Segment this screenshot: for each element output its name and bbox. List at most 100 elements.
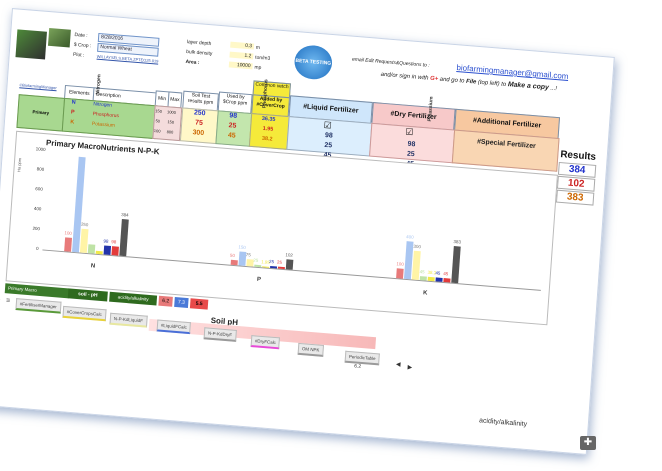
row-n-element: N <box>71 99 76 106</box>
sheet-tab[interactable]: #LiquidFCalc <box>156 319 192 335</box>
explore-button[interactable]: ✚ <box>580 436 596 450</box>
chart-data-label: 150 <box>238 244 247 250</box>
soil-ph-label: soil - pH <box>77 291 98 299</box>
copyright-link[interactable]: ©BiofarmingManager <box>19 82 57 91</box>
layer-depth-unit: m <box>255 44 261 52</box>
chart-bar <box>87 243 96 254</box>
chart-data-label: 45 <box>435 270 441 276</box>
tab-nav-right[interactable]: ▶ <box>407 364 413 372</box>
chart-bar <box>451 246 462 284</box>
row-n-max: 1000 <box>166 109 177 115</box>
category-label: K <box>422 290 428 297</box>
spreadsheet-sheet: Date : 8/28/2016 $ Crop : Normal Wheat P… <box>0 8 615 455</box>
chart-data-label: 98 <box>103 238 109 244</box>
row-k-element: K <box>70 119 75 126</box>
chart-bar <box>111 245 119 256</box>
area-value[interactable]: 10000 <box>228 61 253 70</box>
beta-testing-badge: BETA TESTING <box>293 43 334 81</box>
y-tick-label: 0 <box>35 245 39 252</box>
ph-value-1: 6.2 <box>158 295 173 307</box>
y-tick-label: 800 <box>36 166 45 172</box>
chart-data-label: 400 <box>406 233 414 240</box>
y-tick-label: 600 <box>35 186 43 192</box>
sheet-tab[interactable]: N-P-KdLiquidF <box>109 312 148 328</box>
sheet-tab[interactable]: #FertiliserManager <box>15 298 62 314</box>
bulk-density-value[interactable]: 1.2 <box>229 51 254 60</box>
chart-bar <box>103 245 112 255</box>
ph-value-2: 7.3 <box>174 297 189 309</box>
chart-data-label: 250 <box>80 221 89 228</box>
acidity-label: acidity/alkalinity <box>117 294 149 302</box>
sheet-tab[interactable]: N-P-KdDryF <box>203 327 237 342</box>
badge-text: BETA TESTING <box>295 57 332 67</box>
chart-data-label: 25 <box>268 258 275 264</box>
crop-label: $ Crop : <box>73 41 92 50</box>
signin-file: File <box>465 78 477 86</box>
signin-b: and go to <box>439 76 465 85</box>
y-tick-label: 200 <box>32 225 41 232</box>
row-p-max: 150 <box>167 119 175 125</box>
add-sheet-button[interactable]: + <box>0 296 1 303</box>
chart-data-label: 100 <box>396 261 404 268</box>
tab-nav-left[interactable]: ◀ <box>395 361 401 369</box>
chart-data-label: 383 <box>453 239 462 245</box>
green-band-label: Primary Macro <box>7 285 38 293</box>
all-sheets-menu-icon[interactable]: ≡ <box>5 297 11 305</box>
crop-photo-logo <box>15 29 47 60</box>
result-k: 383 <box>555 189 595 206</box>
plot-label: Plot : <box>72 51 85 59</box>
chart-data-label: 75 <box>245 251 251 258</box>
sheet-tab[interactable]: #CoverCropsCalc <box>62 305 107 322</box>
row-k-max: 800 <box>166 129 174 135</box>
signin-copy: Make a copy <box>507 81 550 92</box>
layer-depth-value[interactable]: 0.3 <box>230 41 255 50</box>
category-label: N <box>90 263 96 270</box>
signin-a: and/or sign in with <box>380 71 429 82</box>
chart-bar <box>396 268 404 279</box>
row-n-min: 150 <box>155 108 163 114</box>
chart-data-label: 102 <box>285 252 294 259</box>
row-p-element: P <box>70 109 75 116</box>
signin-end: ...! <box>550 85 558 93</box>
chart-data-label: 98 <box>111 238 117 245</box>
chart-data-label: 45 <box>443 270 449 277</box>
google-plus-text[interactable]: G+ <box>429 75 439 83</box>
farm-photo-logo <box>47 27 71 48</box>
chart-data-label: 100 <box>64 229 73 236</box>
category-label: P <box>256 276 262 284</box>
ph-value-3: 5.5 <box>189 298 209 310</box>
email-prefix: email Edit Requests&Questions to : <box>351 56 430 69</box>
chart-bar <box>119 219 129 257</box>
bulk-density-label: bulk density <box>186 49 213 58</box>
row-p-min: 50 <box>155 118 161 124</box>
row-k-min: 100 <box>153 128 161 134</box>
area-unit: mp <box>254 64 262 72</box>
signin-c: (top left) to <box>477 79 507 88</box>
chart-data-label: 25 <box>253 257 259 263</box>
chart-data-label: 300 <box>413 243 422 250</box>
sheet-tab[interactable]: PeriodicTable <box>344 350 380 366</box>
chart-bar <box>238 251 247 266</box>
special-band <box>451 129 560 172</box>
dry-checkbox[interactable]: ☑ <box>405 126 414 138</box>
group-label-cell: Primary MacroNutrients <box>16 94 66 148</box>
acidity-bottom-label: acidity/alkalinity <box>478 417 528 429</box>
area-label: Area : <box>185 58 200 67</box>
chart-data-label: 384 <box>121 212 129 218</box>
liquid-checkbox[interactable]: ☑ <box>323 119 333 131</box>
sheet-tab[interactable]: OM NPK <box>297 342 324 357</box>
chart-ylabel: Ha ppm <box>16 157 23 173</box>
y-tick-label: 400 <box>33 205 42 212</box>
date-label: Date : <box>74 32 88 40</box>
explore-icon: ✚ <box>583 437 593 448</box>
chart-bar <box>64 236 73 252</box>
chart-data-label: 45 <box>419 268 425 275</box>
sheet-tab[interactable]: #DryFCalc <box>250 335 281 350</box>
chart-data-label: 25 <box>276 259 283 265</box>
soil-ph-cell: soil - pH <box>67 288 108 302</box>
layer-depth-label: layer depth <box>186 39 212 48</box>
chart-bar <box>285 259 294 270</box>
